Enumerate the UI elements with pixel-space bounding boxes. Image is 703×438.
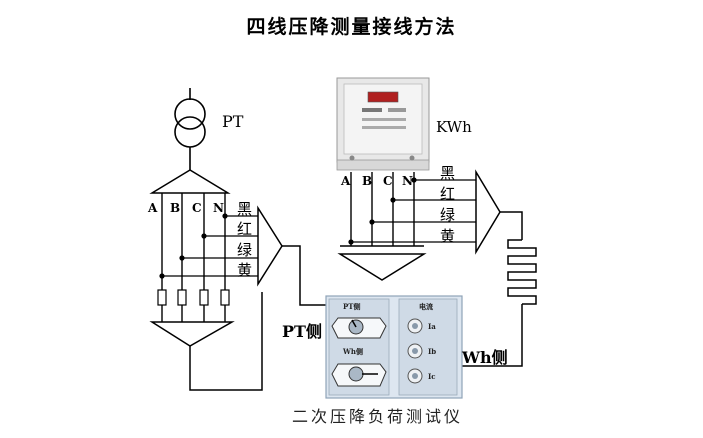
pt-lower-bus-triangle bbox=[149, 292, 263, 391]
tester-instrument bbox=[325, 295, 463, 399]
jack-ic-label: Ic bbox=[428, 372, 436, 381]
pt-color-yellow-label: 黄 bbox=[237, 261, 253, 279]
meter-color-black-label: 黑 bbox=[440, 164, 456, 182]
meter-label: KWh bbox=[436, 118, 472, 136]
meter-color-yellow-label: 黄 bbox=[440, 227, 456, 245]
meter-color-red-label: 红 bbox=[440, 185, 456, 203]
meter-phase-c-label: C bbox=[383, 174, 393, 188]
pt-upper-bus-triangle bbox=[149, 169, 231, 194]
meter-cable-taps bbox=[348, 177, 476, 245]
pt-side-label: PT侧 bbox=[282, 322, 322, 341]
pt-color-red-label: 红 bbox=[237, 220, 253, 238]
meter-bus-triangle bbox=[337, 245, 427, 281]
pt-phase-a-label: A bbox=[148, 201, 158, 215]
meter-phase-n-label: N bbox=[402, 174, 413, 188]
meter-phase-wires bbox=[350, 172, 415, 246]
pt-phase-c-label: C bbox=[192, 201, 202, 215]
pt-phase-n-label: N bbox=[213, 201, 224, 215]
instrument-wh-port-label: Wh侧 bbox=[343, 347, 363, 356]
wh-side-label: Wh侧 bbox=[462, 348, 508, 367]
kwh-meter-device bbox=[336, 77, 430, 171]
page-title: 四线压降测量接线方法 bbox=[246, 16, 457, 38]
instrument-pt-port-label: PT侧 bbox=[343, 302, 361, 311]
pt-phase-b-label: B bbox=[170, 201, 181, 215]
jack-ia-label: Ia bbox=[428, 322, 436, 331]
instrument-caption: 二次压降负荷测试仪 bbox=[292, 407, 464, 426]
pt-color-green-label: 绿 bbox=[237, 241, 253, 259]
pt-fuses bbox=[157, 289, 230, 306]
pt-transformer-symbol bbox=[174, 88, 206, 170]
pt-color-black-label: 黑 bbox=[237, 200, 253, 218]
meter-phase-b-label: B bbox=[362, 174, 373, 188]
pt-label: PT bbox=[222, 112, 244, 131]
jack-ib-label: Ib bbox=[428, 347, 437, 356]
meter-phase-a-label: A bbox=[341, 174, 351, 188]
instrument-current-title: 电流 bbox=[419, 302, 433, 311]
meter-color-green-label: 绿 bbox=[440, 206, 456, 224]
wh-cable-plug bbox=[475, 169, 523, 255]
pt-cable-taps bbox=[159, 213, 258, 279]
